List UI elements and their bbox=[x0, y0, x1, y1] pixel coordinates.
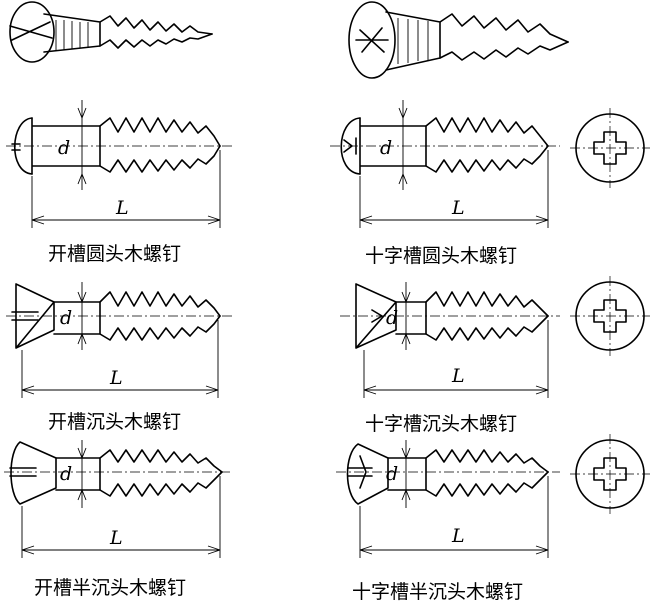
cross-recess-end-view-icon bbox=[570, 434, 650, 514]
diameter-label: d bbox=[60, 307, 72, 329]
caption-slotted-countersunk: 开槽沉头木螺钉 bbox=[48, 411, 181, 433]
caption-slotted-round-head: 开槽圆头木螺钉 bbox=[48, 243, 181, 265]
slotted-screw-illustration-icon bbox=[9, 1, 213, 63]
diameter-label: d bbox=[380, 137, 392, 159]
length-label: L bbox=[109, 527, 123, 549]
caption-slotted-raised-countersunk: 开槽半沉头木螺钉 bbox=[34, 577, 186, 599]
caption-cross-raised-countersunk: 十字槽半沉头木螺钉 bbox=[352, 581, 523, 603]
cross-countersunk-screw-drawing: d L bbox=[340, 282, 560, 398]
cross-recess-end-view-icon bbox=[570, 276, 650, 356]
diameter-label: d bbox=[58, 137, 70, 159]
cross-round-head-screw-drawing: d L bbox=[330, 100, 560, 228]
diameter-label: d bbox=[386, 307, 398, 329]
diameter-label: d bbox=[386, 463, 398, 485]
cross-recess-end-view-icon bbox=[570, 108, 650, 188]
cross-raised-countersunk-screw-drawing: d L bbox=[336, 440, 560, 558]
slotted-raised-countersunk-screw-drawing: d L bbox=[4, 440, 232, 558]
length-label: L bbox=[451, 365, 465, 387]
length-label: L bbox=[451, 525, 465, 547]
caption-cross-countersunk: 十字槽沉头木螺钉 bbox=[365, 413, 517, 435]
diameter-label: d bbox=[60, 463, 72, 485]
length-label: L bbox=[109, 367, 123, 389]
slotted-countersunk-screw-drawing: d L bbox=[6, 282, 232, 398]
caption-cross-round-head: 十字槽圆头木螺钉 bbox=[365, 245, 517, 267]
cross-screw-illustration-icon bbox=[348, 1, 569, 79]
length-label: L bbox=[451, 197, 465, 219]
slotted-round-head-screw-drawing: d L bbox=[6, 100, 232, 228]
length-label: L bbox=[115, 197, 129, 219]
